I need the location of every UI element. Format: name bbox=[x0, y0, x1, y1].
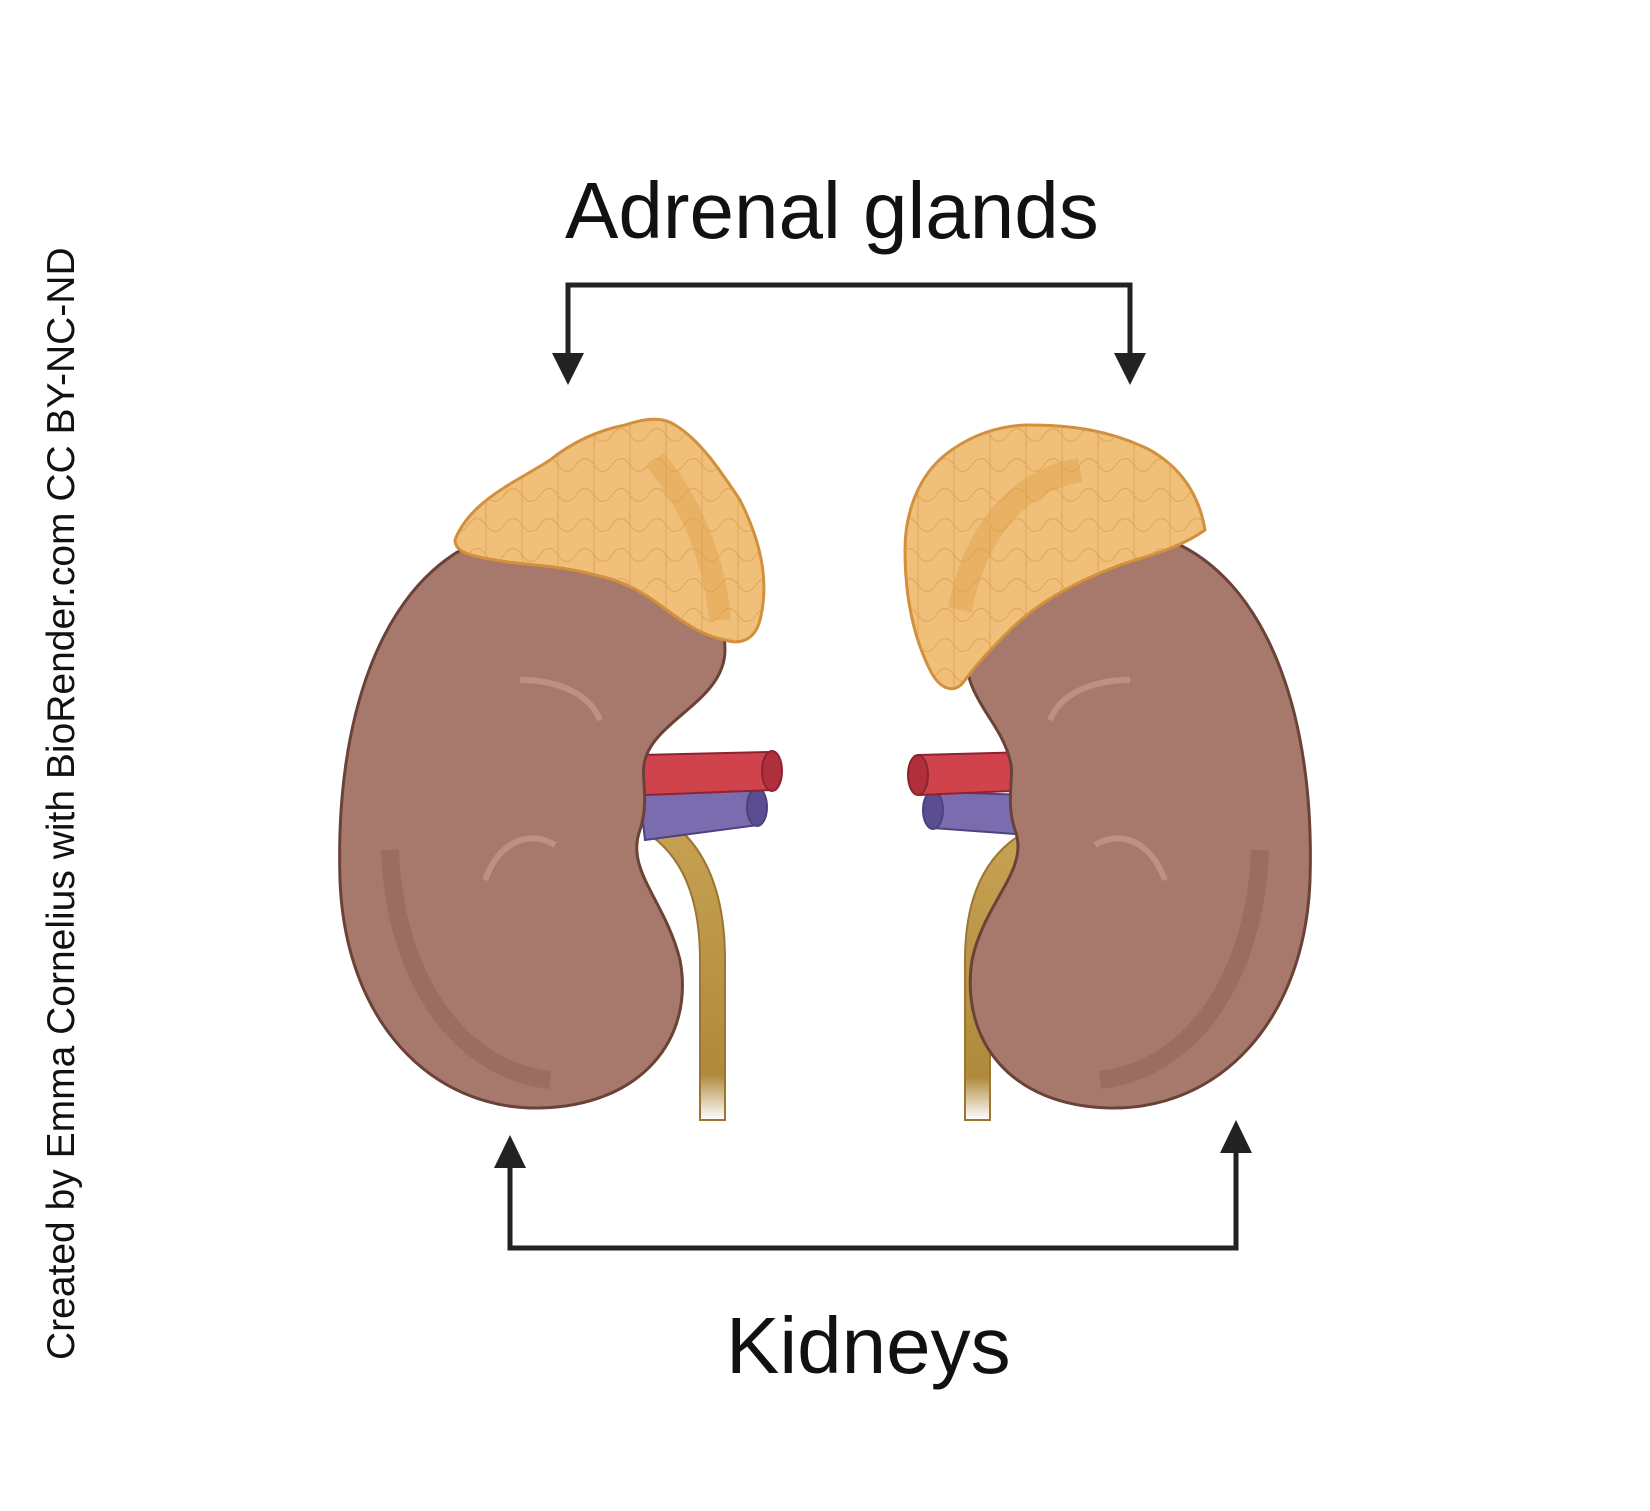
adrenal-glands-label: Adrenal glands bbox=[565, 166, 1099, 255]
credit-text: Created by Emma Cornelius with BioRender… bbox=[40, 247, 83, 1360]
right-kidney-group bbox=[903, 423, 1312, 1121]
left-kidney-group bbox=[338, 417, 783, 1121]
kidneys-label: Kidneys bbox=[726, 1301, 1011, 1390]
kidneys-arrowhead-left bbox=[494, 1135, 526, 1168]
adrenal-bracket-arrow bbox=[565, 282, 1133, 378]
kidneys-arrowhead-right bbox=[1220, 1120, 1252, 1153]
left-renal-artery bbox=[638, 750, 774, 797]
kidneys-bracket-arrow bbox=[507, 1145, 1239, 1251]
adrenal-arrowhead-right bbox=[1114, 353, 1146, 385]
left-ureter bbox=[648, 818, 726, 1121]
left-renal-vein bbox=[638, 788, 760, 842]
adrenal-arrowhead-left bbox=[552, 353, 584, 385]
